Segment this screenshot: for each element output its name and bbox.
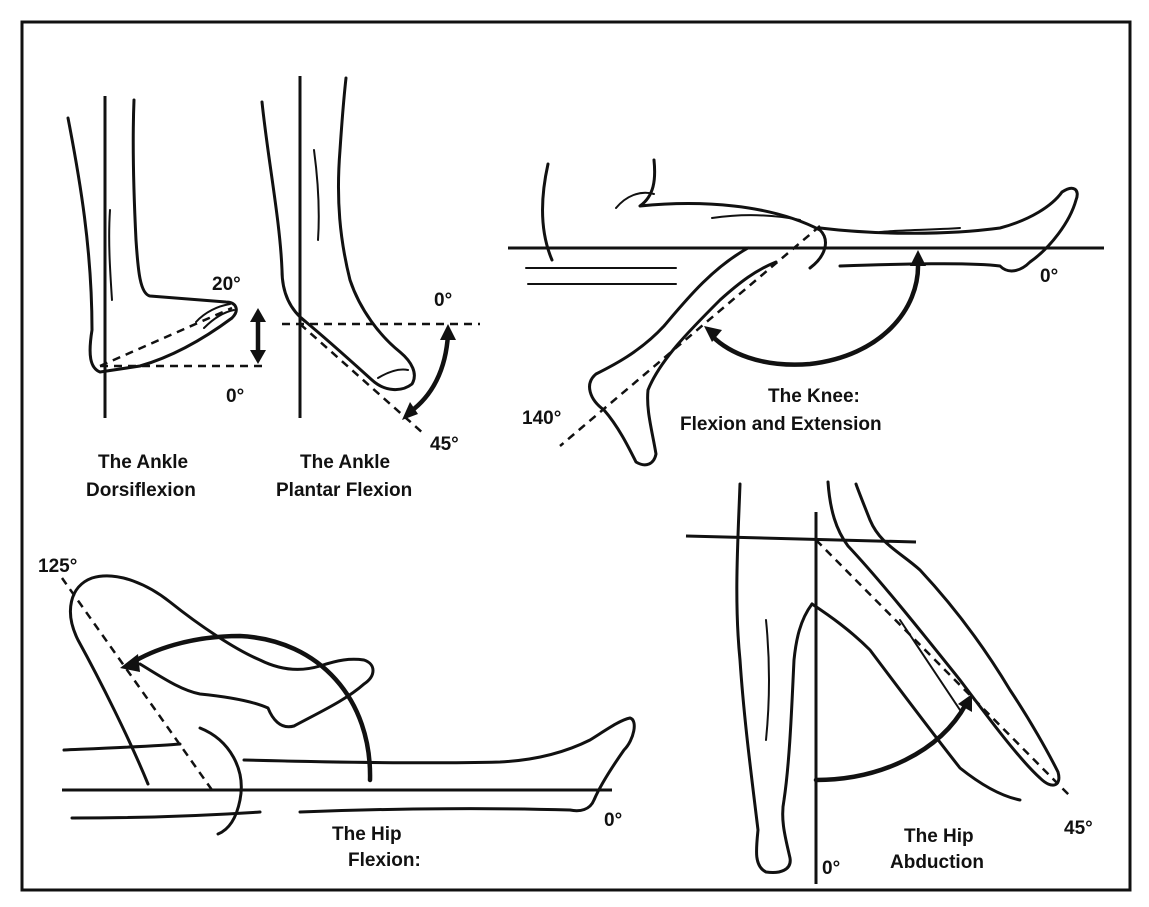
knee-leg-detail [615, 191, 961, 233]
knee-title-line1: The Knee: [768, 386, 860, 407]
ankle-dorsiflexion-angle-zero: 0° [226, 386, 244, 407]
ankle-dorsiflexion-leg-outline [66, 98, 238, 374]
ankle-dorsiflexion-title-line1: The Ankle [98, 452, 188, 473]
ankle-dorsiflexion-title-line2: Dorsiflexion [86, 480, 196, 501]
hip-abduction-angle-zero: 0° [822, 858, 840, 879]
knee-arrowhead-zero [910, 250, 926, 266]
hip-flexion-extended-leg [242, 716, 636, 814]
hip-abduction-arrowhead [958, 694, 972, 712]
ankle-dorsiflexion-panel: 20° 0° The Ankle Dorsiflexion [66, 96, 266, 501]
hip-abduction-title-line2: Abduction [890, 852, 984, 873]
hip-flexion-angle-zero: 0° [604, 810, 622, 831]
ankle-plantar-title-line2: Plantar Flexion [276, 480, 412, 501]
ankle-plantar-arc [407, 331, 451, 415]
hip-abduction-dashed-45 [815, 539, 1073, 799]
ankle-plantar-angle-max: 45° [430, 434, 459, 455]
hip-flexion-arrowhead [120, 654, 140, 672]
knee-angle-zero: 0° [1040, 266, 1058, 287]
ankle-plantar-foot-detail [313, 149, 409, 379]
ankle-dorsiflexion-angle-max: 20° [212, 274, 241, 295]
ankle-plantar-angle-zero: 0° [434, 290, 452, 311]
hip-abduction-arc [813, 701, 969, 783]
hip-abduction-panel: 45° 0° The Hip Abduction [685, 480, 1093, 884]
ankle-dorsiflexion-dashed-20 [99, 306, 233, 368]
knee-angle-max: 140° [522, 408, 561, 429]
knee-arc [709, 259, 921, 367]
hip-flexion-panel: 125° 0° The Hip Flexion: [38, 556, 636, 871]
ankle-plantar-leg-outline [260, 76, 416, 391]
knee-panel: 140° 0° The Knee: Flexion and Extension [508, 158, 1104, 467]
hip-flexion-title-line1: The Hip [332, 824, 402, 845]
hip-abduction-horizontal-axis [685, 534, 917, 544]
hip-flexion-flexed-leg [69, 574, 375, 786]
ankle-dorsiflexion-arrowhead-up [250, 308, 266, 322]
figure-frame [20, 20, 1132, 892]
hip-flexion-knee-bulge [198, 726, 243, 836]
ankle-plantar-arrowhead-up [440, 324, 456, 340]
knee-extended-leg [818, 186, 1079, 273]
hip-abduction-leg-detail [765, 619, 961, 741]
knee-title-line2: Flexion and Extension [680, 414, 882, 435]
hip-abduction-abducted-leg [810, 480, 1061, 802]
knee-flexed-leg [588, 246, 778, 467]
ankle-plantar-title-line1: The Ankle [300, 452, 390, 473]
hip-flexion-arc [127, 633, 373, 783]
hip-abduction-standing-leg [735, 482, 814, 874]
ankle-dorsiflexion-foot-detail [108, 209, 235, 329]
knee-dashed-140 [559, 225, 821, 447]
hip-abduction-angle-max: 45° [1064, 818, 1093, 839]
ankle-plantar-flexion-panel: 0° 45° The Ankle Plantar Flexion [260, 76, 480, 501]
ankle-dorsiflexion-arrowhead-down [250, 350, 266, 364]
hip-flexion-angle-max: 125° [38, 556, 77, 577]
hip-flexion-dashed-125 [60, 577, 214, 791]
ankle-plantar-arrowhead-down [402, 402, 418, 420]
hip-flexion-title-line2: Flexion: [348, 850, 421, 871]
knee-arrowhead-140 [704, 326, 722, 342]
hip-abduction-title-line1: The Hip [904, 826, 974, 847]
knee-thigh-outline [540, 158, 827, 270]
